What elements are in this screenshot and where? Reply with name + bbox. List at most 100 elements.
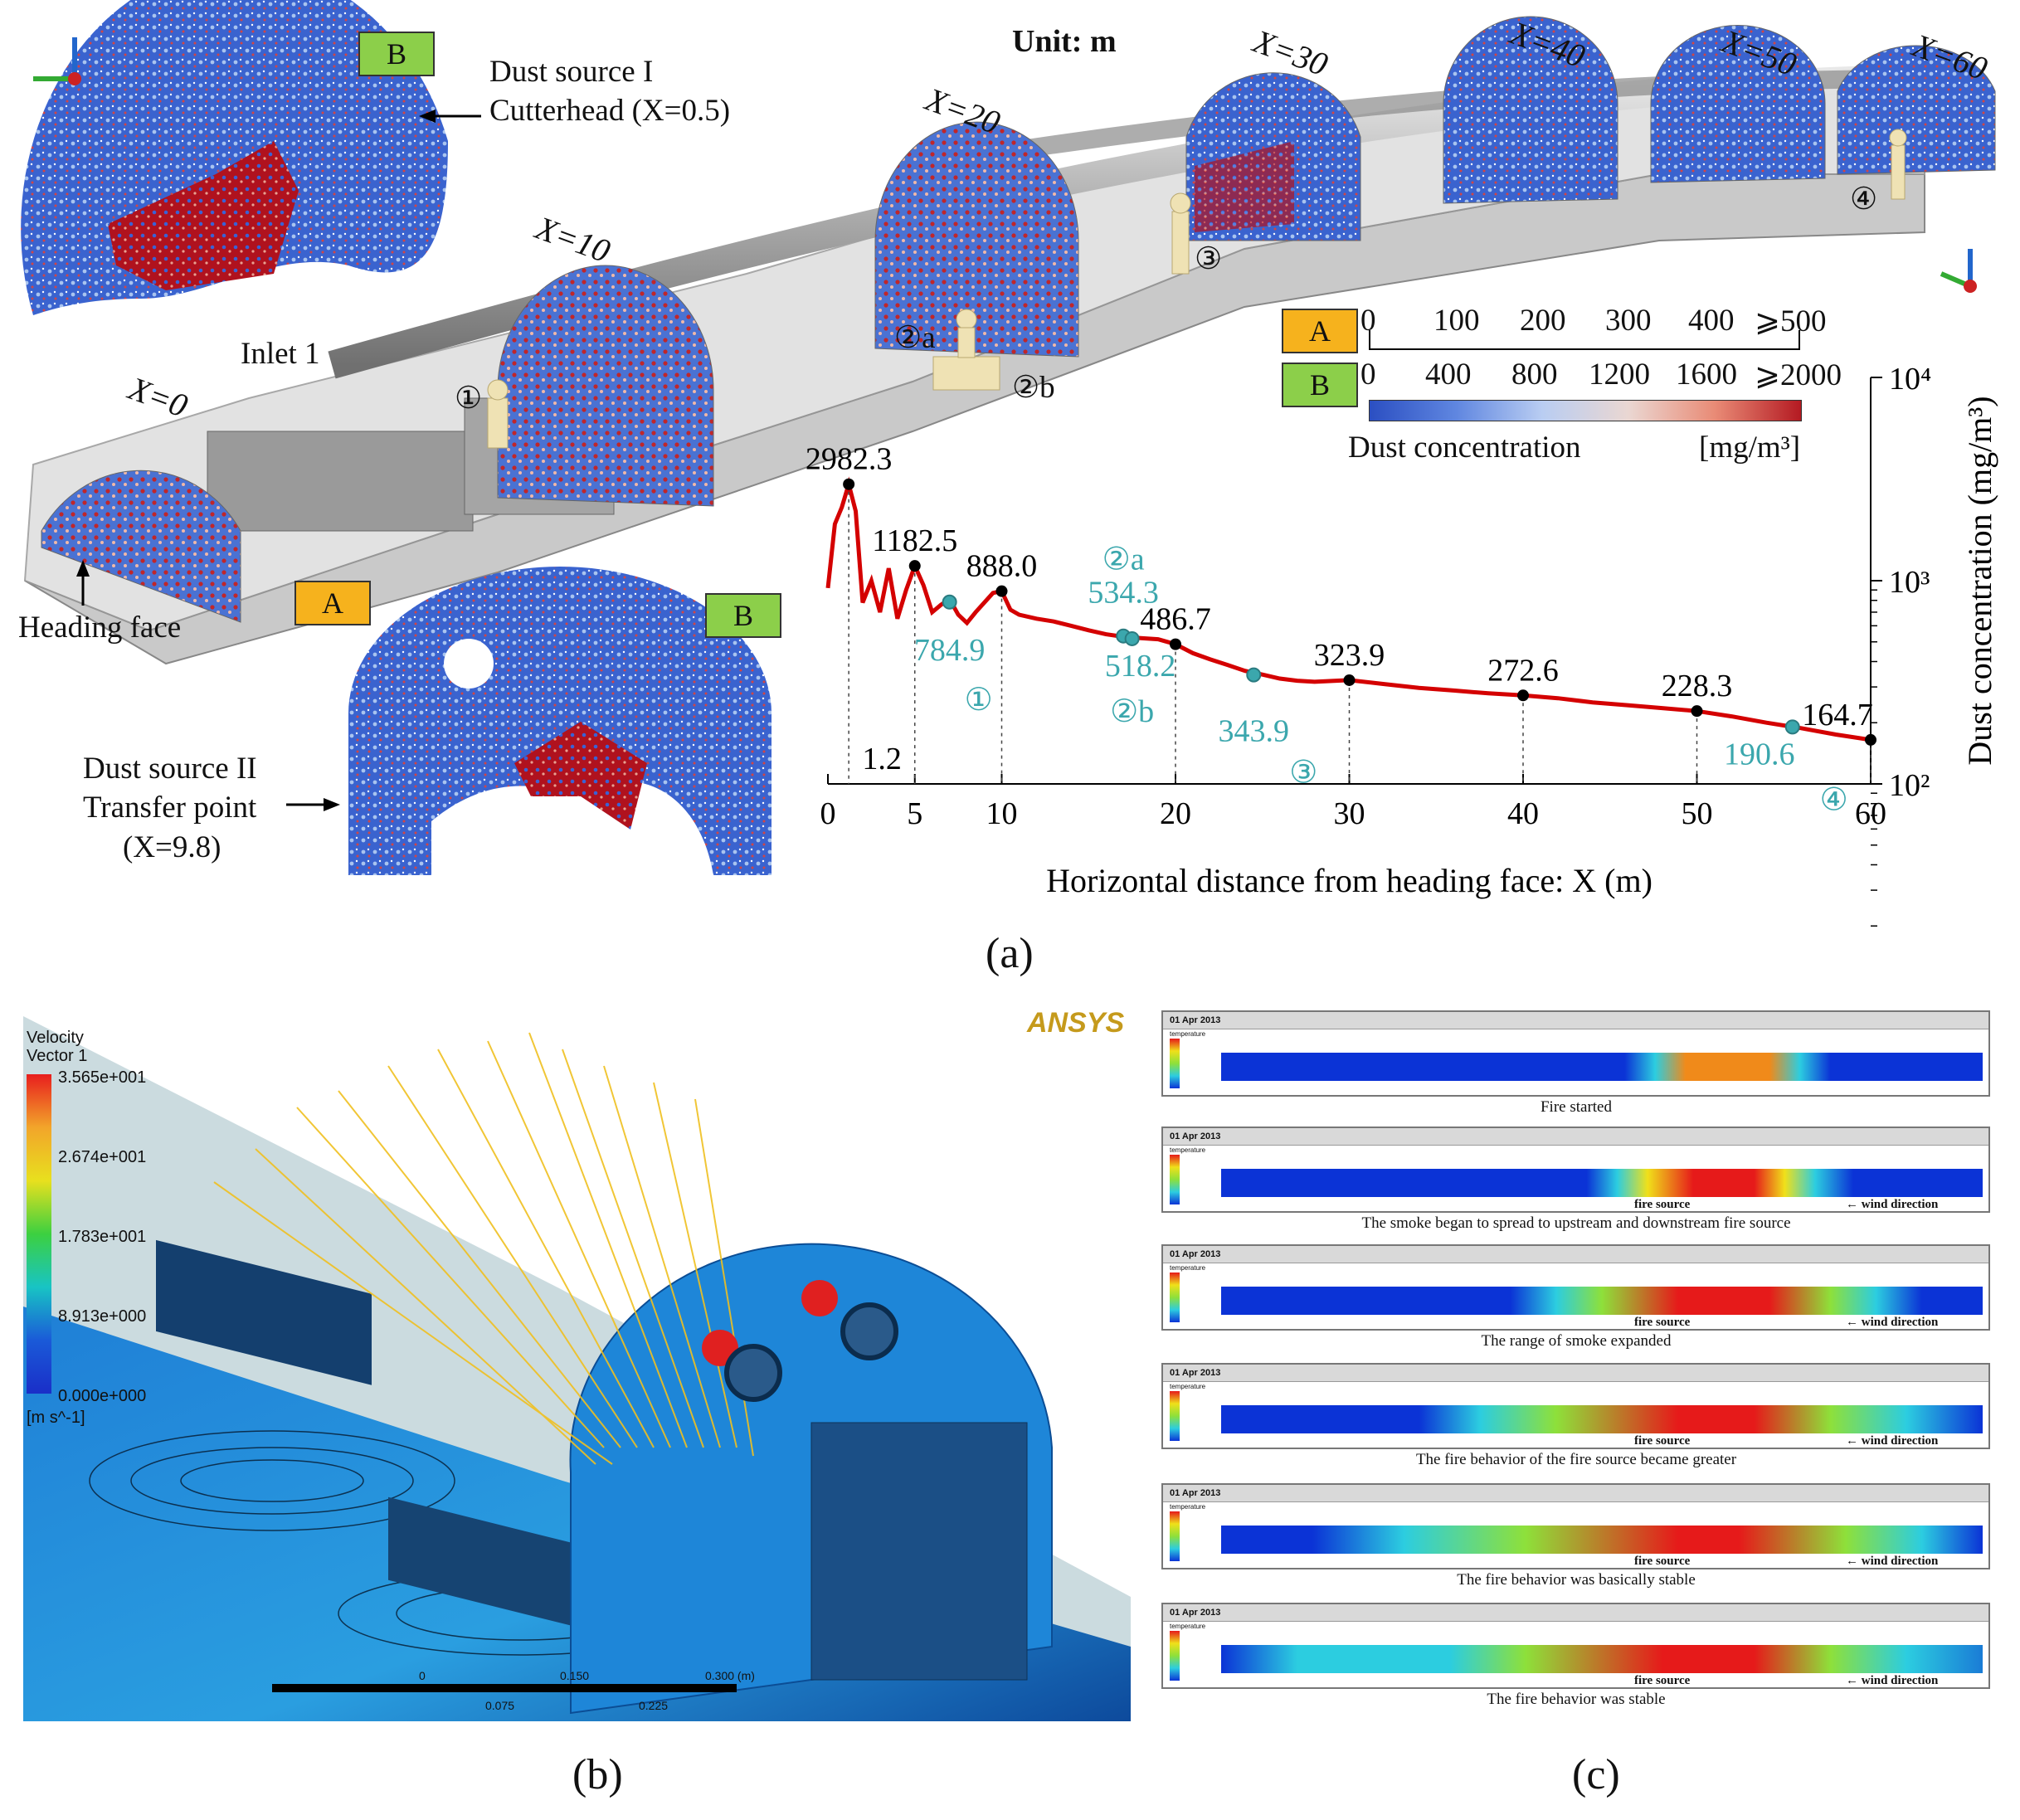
- fire-source-label: fire source: [1634, 1316, 1691, 1329]
- section-x40: [1443, 16, 1618, 204]
- strip-caption: The smoke began to spread to upstream an…: [1361, 1214, 1791, 1232]
- legend-title-line: Velocity: [27, 1029, 84, 1047]
- section-x0: [41, 470, 241, 623]
- colorbar-b-tick-label: 0: [1360, 358, 1376, 392]
- colorbar-a-tick-label: 400: [1688, 304, 1735, 338]
- wind-direction-label: ← wind direction: [1846, 1316, 1939, 1329]
- temperature-field: [1221, 1645, 1983, 1673]
- ansys-logo: ANSYS: [1027, 1007, 1125, 1039]
- inset-pipe-hole: [444, 639, 494, 689]
- section-x60: [1837, 45, 1996, 175]
- scale-tick: 0: [419, 1669, 426, 1682]
- strip-legend-title: temperature: [1170, 1146, 1206, 1154]
- colorbar-a-tick: [1799, 330, 1800, 348]
- colorbar-b-tick-label: 1600: [1676, 358, 1737, 392]
- colorbar-gradient: [1369, 400, 1802, 421]
- strip-legend-title: temperature: [1170, 1383, 1206, 1390]
- inset-transfer-hotspot: [514, 722, 647, 830]
- labeled-point: [1170, 638, 1181, 650]
- dust-source-2-x: (X=9.8): [123, 830, 221, 864]
- colorbar-badge-b: B: [1282, 363, 1358, 407]
- worker-marker: ①: [455, 382, 483, 416]
- scale-bar: [272, 1684, 737, 1692]
- axis-gizmo-left: [33, 37, 81, 85]
- badge-a-bottom: A: [294, 581, 371, 625]
- dust-source-1-title: Dust source I: [489, 55, 654, 89]
- velocity-legend-tick: 8.913e+000: [58, 1307, 147, 1326]
- labeled-point: [1865, 733, 1876, 746]
- velocity-legend-unit: [m s^-1]: [27, 1409, 85, 1427]
- y-tick-label: 10⁴: [1889, 362, 1931, 397]
- strip-caption: Fire started: [1540, 1098, 1612, 1116]
- labeled-point: [843, 478, 855, 490]
- tunnel-illustration: [21, 0, 1996, 875]
- obstacle-block: [156, 1239, 372, 1385]
- fire-source-label: fire source: [1634, 1555, 1691, 1568]
- colorbar-b-tick-label: 1200: [1589, 358, 1650, 392]
- colorbar-b-tick-label: 800: [1511, 358, 1558, 392]
- section-x30-hotspot: [1195, 141, 1294, 232]
- x-tick-label: 30: [1334, 796, 1365, 831]
- temperature-field: [1221, 1053, 1983, 1081]
- worker-marker: ③: [1195, 242, 1223, 276]
- x-tick-label: 40: [1507, 796, 1539, 831]
- arrowhead-dust-source-1: [419, 109, 436, 123]
- velocity-legend-tick: 1.783e+001: [58, 1228, 147, 1246]
- worker-marker: ②a: [894, 321, 936, 355]
- colorbar-a-tick-label: 300: [1605, 304, 1652, 338]
- legend-title-line: Vector 1: [27, 1047, 88, 1065]
- wind-direction-label: ← wind direction: [1846, 1434, 1939, 1448]
- labeled-point: [995, 585, 1008, 597]
- point-label: 228.3: [1662, 669, 1733, 703]
- velocity-legend-tick: 0.000e+000: [58, 1387, 147, 1405]
- strip-caption: The range of smoke expanded: [1481, 1332, 1672, 1350]
- y-axis-label: Dust concentration (mg/m³): [1961, 396, 1998, 765]
- section-x20: [874, 121, 1079, 358]
- worker-value-label: 343.9: [1219, 714, 1290, 749]
- dust-source-2-location: Transfer point: [83, 791, 257, 825]
- section-x50: [1650, 25, 1826, 183]
- strip-caption: The fire behavior of the fire source bec…: [1415, 1451, 1737, 1468]
- x-tick-label: 5: [907, 796, 922, 831]
- worker-marker-label: ②a: [1102, 543, 1145, 577]
- strip-legend-title: temperature: [1170, 1503, 1206, 1511]
- worker-marker: ④: [1850, 182, 1878, 217]
- colorbar-badge-a: A: [1282, 309, 1358, 353]
- worker-value-label: 518.2: [1105, 649, 1176, 684]
- strip-legend-title: temperature: [1170, 1623, 1206, 1630]
- strip-date: 01 Apr 2013: [1163, 1485, 1988, 1502]
- dust-source-1-location: Cutterhead (X=0.5): [489, 94, 731, 128]
- colorbar-a-tick-label: 100: [1433, 304, 1480, 338]
- roadheader-machine: [207, 431, 474, 532]
- badge-b-top: B: [358, 32, 435, 76]
- caption-c: (c): [1572, 1751, 1620, 1798]
- colorbar-a-tick-label: ⩾500: [1755, 304, 1827, 338]
- labeled-point: [1517, 689, 1529, 702]
- strip-legend-title: temperature: [1170, 1264, 1206, 1272]
- colorbar-a-axis: [1369, 348, 1800, 350]
- point-label: 1182.5: [872, 523, 957, 558]
- strip-caption: The fire behavior was stable: [1487, 1691, 1666, 1708]
- worker-value-label: 784.9: [914, 633, 986, 668]
- fire-source-label: fire source: [1634, 1434, 1691, 1448]
- colorbar-title: Dust concentration: [1348, 431, 1581, 465]
- strip-legend-bar: [1170, 1273, 1180, 1322]
- x-annotation: 1.2: [862, 742, 902, 776]
- wind-direction-label: ← wind direction: [1846, 1555, 1939, 1568]
- worker-point: [1124, 630, 1140, 646]
- strip-legend-title: temperature: [1170, 1030, 1206, 1038]
- colorbar-b-tick-label: 400: [1425, 358, 1472, 392]
- fan-outlet: [724, 1344, 782, 1402]
- inlet-label: Inlet 1: [241, 337, 320, 371]
- strip-date: 01 Apr 2013: [1163, 1012, 1988, 1029]
- velocity-legend-bar: [27, 1074, 51, 1394]
- colorbar-a-tick-label: 200: [1520, 304, 1566, 338]
- caption-b: (b): [572, 1751, 623, 1798]
- x-axis-label: Horizontal distance from heading face: X…: [1046, 862, 1653, 899]
- point-label: 323.9: [1314, 638, 1385, 673]
- fire-source-label: fire source: [1634, 1674, 1691, 1687]
- point-label: 272.6: [1487, 653, 1559, 688]
- labeled-point: [908, 560, 921, 572]
- wind-direction-label: ← wind direction: [1846, 1198, 1939, 1211]
- x-tick-label: 20: [1160, 796, 1191, 831]
